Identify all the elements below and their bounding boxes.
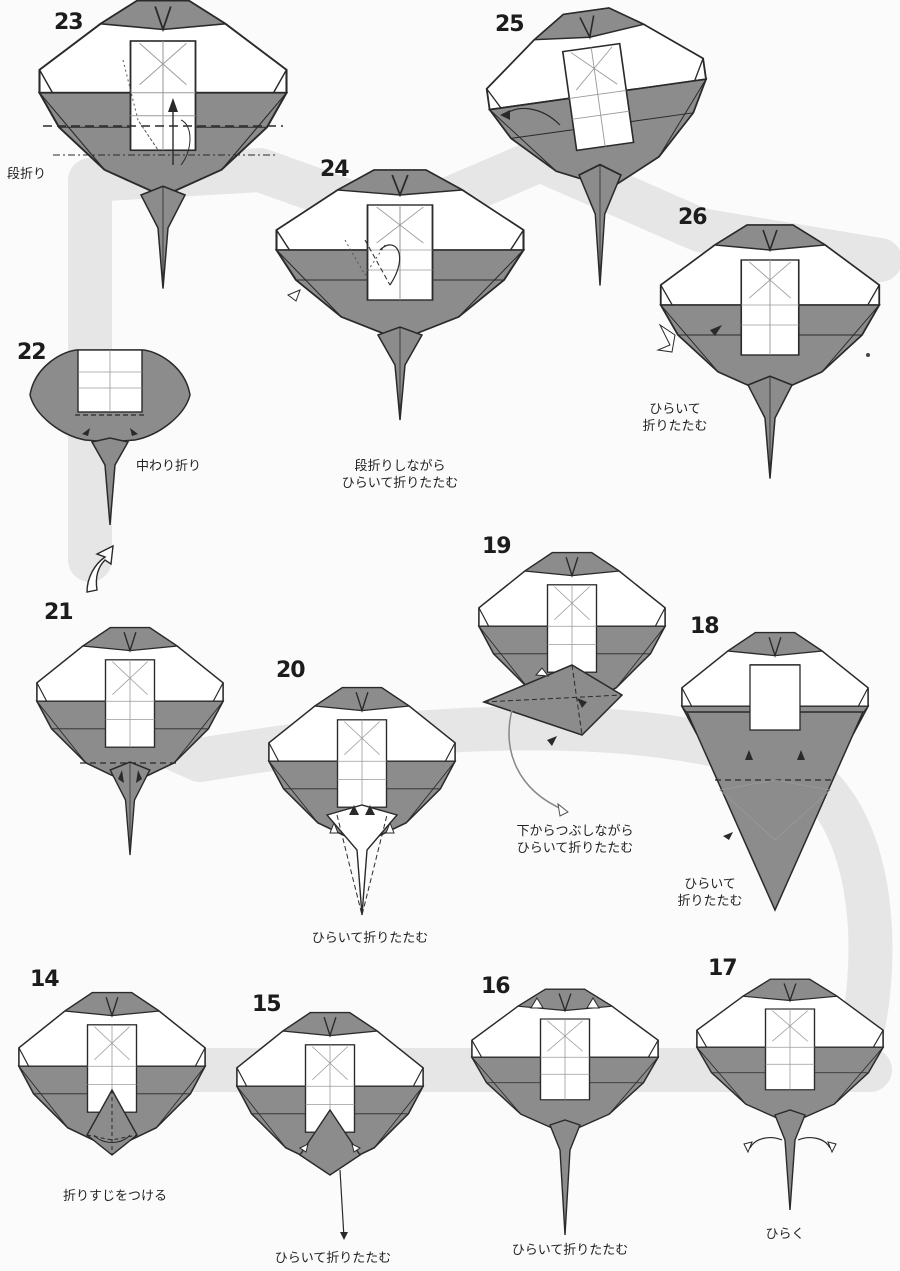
step-18-label: ひらいて 折りたたむ [660,876,760,910]
step-number-23: 23 [54,10,83,35]
step-17-diagram [697,979,883,1210]
step-number-26: 26 [678,205,707,230]
speck [866,353,870,357]
step-number-14: 14 [30,967,59,992]
step-24-diagram [277,170,524,420]
step-20-label: ひらいて折りたたむ [280,930,460,947]
step-22-label: 中わり折り [136,458,201,475]
step-22-diagram [30,350,190,525]
step-number-24: 24 [320,157,349,182]
step-26-label: ひらいて 折りたたむ [625,401,725,435]
step-17-label: ひらく [745,1226,825,1243]
step-number-16: 16 [481,974,510,999]
step-20-diagram [269,688,455,915]
step-number-17: 17 [708,956,737,981]
step-number-22: 22 [17,340,46,365]
step-number-19: 19 [482,534,511,559]
step-15-label: ひらいて折りたたむ [248,1250,418,1267]
step-19-diagram [479,553,665,816]
step-number-18: 18 [690,614,719,639]
step-14-label: 折りすじをつける [40,1188,190,1205]
step-14-diagram [19,993,205,1155]
step-21-diagram [37,628,223,855]
step-number-20: 20 [276,658,305,683]
step-number-15: 15 [252,992,281,1017]
step-number-25: 25 [495,12,524,37]
step-16-label: ひらいて折りたたむ [490,1242,650,1259]
step-15-diagram [237,1013,423,1240]
step-16-diagram [472,989,658,1235]
step-number-21: 21 [44,600,73,625]
step-24-label: 段折りしながら ひらいて折りたたむ [310,458,490,492]
step-26-diagram [658,225,879,479]
step-23-label: 段折り [7,166,46,183]
step-19-label: 下からつぶしながら ひらいて折りたたむ [480,823,670,857]
